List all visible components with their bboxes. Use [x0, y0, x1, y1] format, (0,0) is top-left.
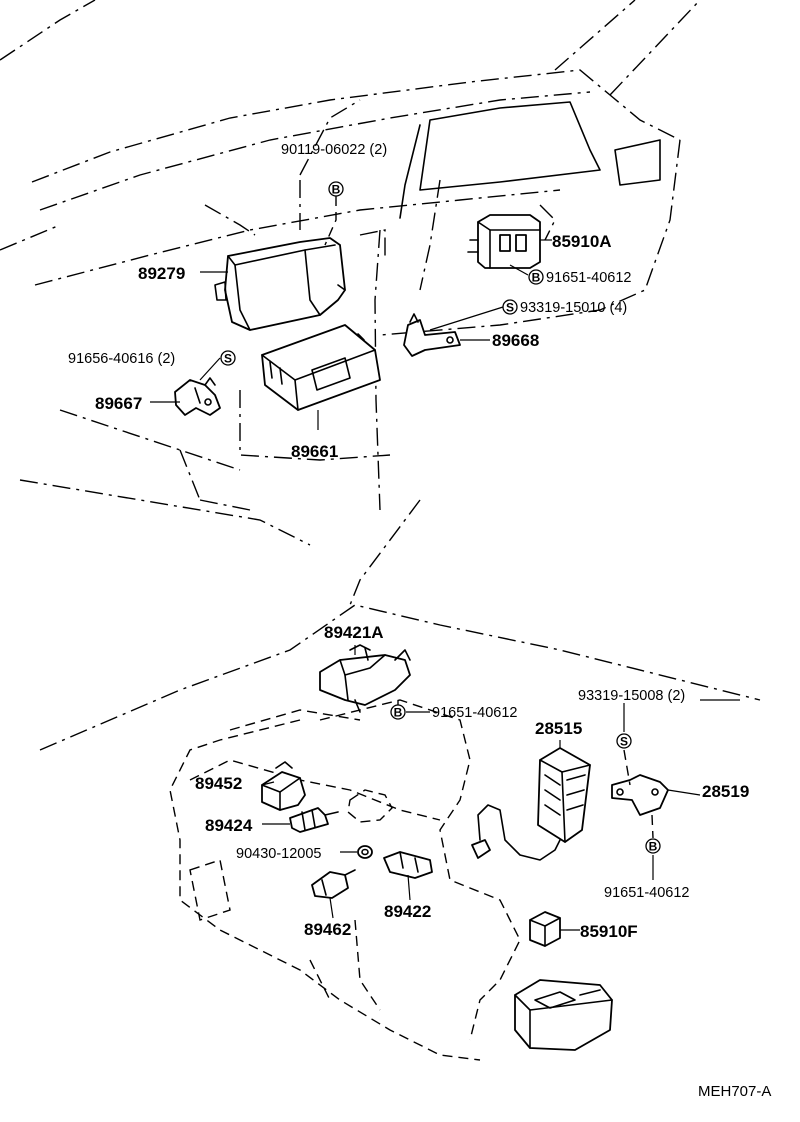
label-89462: 89462 — [304, 920, 351, 939]
svg-text:S: S — [224, 352, 232, 366]
part-28515-igniter — [471, 747, 591, 861]
part-89668-bracket — [403, 313, 461, 357]
part-90430-washer — [357, 845, 373, 859]
bolt-symbol: B — [645, 838, 661, 854]
svg-text:B: B — [649, 840, 658, 854]
label-89452: 89452 — [195, 774, 242, 793]
part-89424-sensor — [289, 807, 339, 833]
svg-text:B: B — [532, 271, 541, 285]
label-89279: 89279 — [138, 264, 185, 283]
bolt-symbol: B — [528, 269, 544, 285]
part-89452-sensor — [261, 761, 306, 811]
screw-symbol: S — [220, 350, 236, 366]
label-91651-40612: 91651-40612 — [432, 705, 517, 721]
engine-outline — [39, 604, 761, 1061]
label-91656-40616: 91656-40616 (2) — [68, 351, 175, 367]
part-89422-sensor — [383, 851, 433, 879]
label-85910F: 85910F — [580, 922, 638, 941]
bolt-symbol: B — [328, 181, 344, 197]
part-bracket-outline — [347, 789, 393, 823]
label-89422: 89422 — [384, 902, 431, 921]
part-labels: 90119-06022 (2) 85910A 89279 91651-40612… — [68, 142, 771, 1100]
part-89421A-sensor — [319, 644, 411, 713]
svg-text:S: S — [620, 735, 628, 749]
part-89661-ecu — [261, 324, 381, 411]
screw-symbol: S — [616, 733, 632, 749]
svg-text:S: S — [506, 301, 514, 315]
part-89667-bracket — [174, 377, 221, 416]
label-90430-12005: 90430-12005 — [236, 846, 321, 862]
svg-text:B: B — [332, 183, 341, 197]
part-85910A-relay — [467, 214, 541, 269]
label-91651-40612: 91651-40612 — [546, 270, 631, 286]
drawing-code: MEH707-A — [698, 1083, 771, 1100]
label-28515: 28515 — [535, 719, 582, 738]
label-89667: 89667 — [95, 394, 142, 413]
label-89661: 89661 — [291, 442, 338, 461]
label-91651-40612: 91651-40612 — [604, 885, 689, 901]
part-box — [514, 979, 613, 1051]
label-89424: 89424 — [205, 816, 253, 835]
label-93319-15008: 93319-15008 (2) — [578, 688, 685, 704]
part-28519-bracket — [611, 774, 669, 816]
label-28519: 28519 — [702, 782, 749, 801]
label-89421A: 89421A — [324, 623, 384, 642]
label-90119-06022: 90119-06022 (2) — [281, 142, 387, 158]
label-85910A: 85910A — [552, 232, 612, 251]
part-89279-cover — [214, 237, 346, 331]
part-89462-sensor — [311, 869, 356, 899]
svg-text:B: B — [394, 706, 403, 720]
label-89668: 89668 — [492, 331, 539, 350]
leader-lines — [150, 182, 740, 931]
part-85910F-relay — [529, 911, 561, 947]
dashboard-outline — [0, 0, 701, 606]
bolt-symbol: B — [390, 704, 406, 720]
label-93319-15010: 93319-15010 (4) — [520, 300, 627, 316]
screw-symbol: S — [502, 299, 518, 315]
